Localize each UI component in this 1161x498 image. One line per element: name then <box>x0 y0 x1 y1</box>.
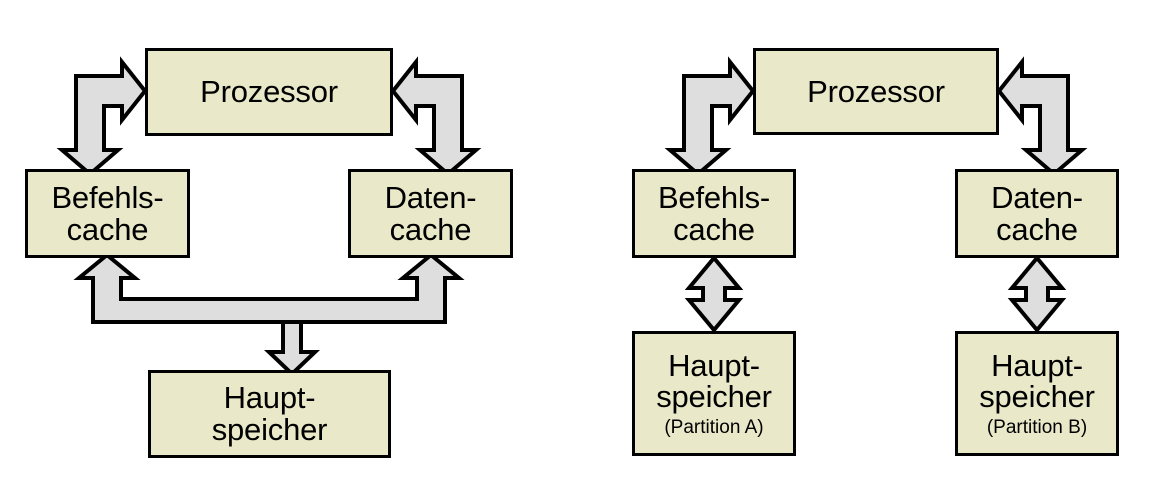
box-label: Prozessor <box>807 73 945 109</box>
box-sublabel-partition-b: (Partition B) <box>986 416 1088 438</box>
box-processor-left[interactable]: Prozessor <box>145 48 393 136</box>
box-data-cache-left[interactable]: Daten- cache <box>348 169 513 258</box>
arrow-cache-bus-main-memory-left <box>73 252 465 377</box>
arrow-instruction-cache-memory-a <box>684 254 744 334</box>
arrow-data-cache-memory-b <box>1007 254 1067 334</box>
box-main-memory-left[interactable]: Haupt- speicher <box>148 370 391 458</box>
box-label: Befehls- cache <box>51 179 164 247</box>
arrow-processor-instruction-cache-left <box>56 56 148 177</box>
box-label: Prozessor <box>200 74 338 110</box>
box-label: Daten- cache <box>991 179 1083 247</box>
box-main-memory-partition-b[interactable]: Haupt- speicher (Partition B) <box>955 331 1119 456</box>
box-data-cache-right[interactable]: Daten- cache <box>955 169 1119 258</box>
box-main-memory-partition-a[interactable]: Haupt- speicher (Partition A) <box>632 331 796 456</box>
box-label: Daten- cache <box>384 179 477 247</box>
arrow-processor-data-cache-right <box>996 56 1088 177</box>
box-processor-right[interactable]: Prozessor <box>753 48 999 135</box>
box-sublabel-partition-a: (Partition A) <box>664 416 764 438</box>
box-label: Haupt- speicher <box>656 347 772 415</box>
box-label: Haupt- speicher <box>211 380 328 447</box>
arrow-processor-data-cache-left <box>390 56 482 177</box>
box-label: Haupt- speicher <box>979 347 1095 415</box>
arrow-processor-instruction-cache-right <box>664 56 756 177</box>
box-instruction-cache-left[interactable]: Befehls- cache <box>25 169 190 258</box>
box-label: Befehls- cache <box>657 179 771 247</box>
box-instruction-cache-right[interactable]: Befehls- cache <box>632 169 796 258</box>
